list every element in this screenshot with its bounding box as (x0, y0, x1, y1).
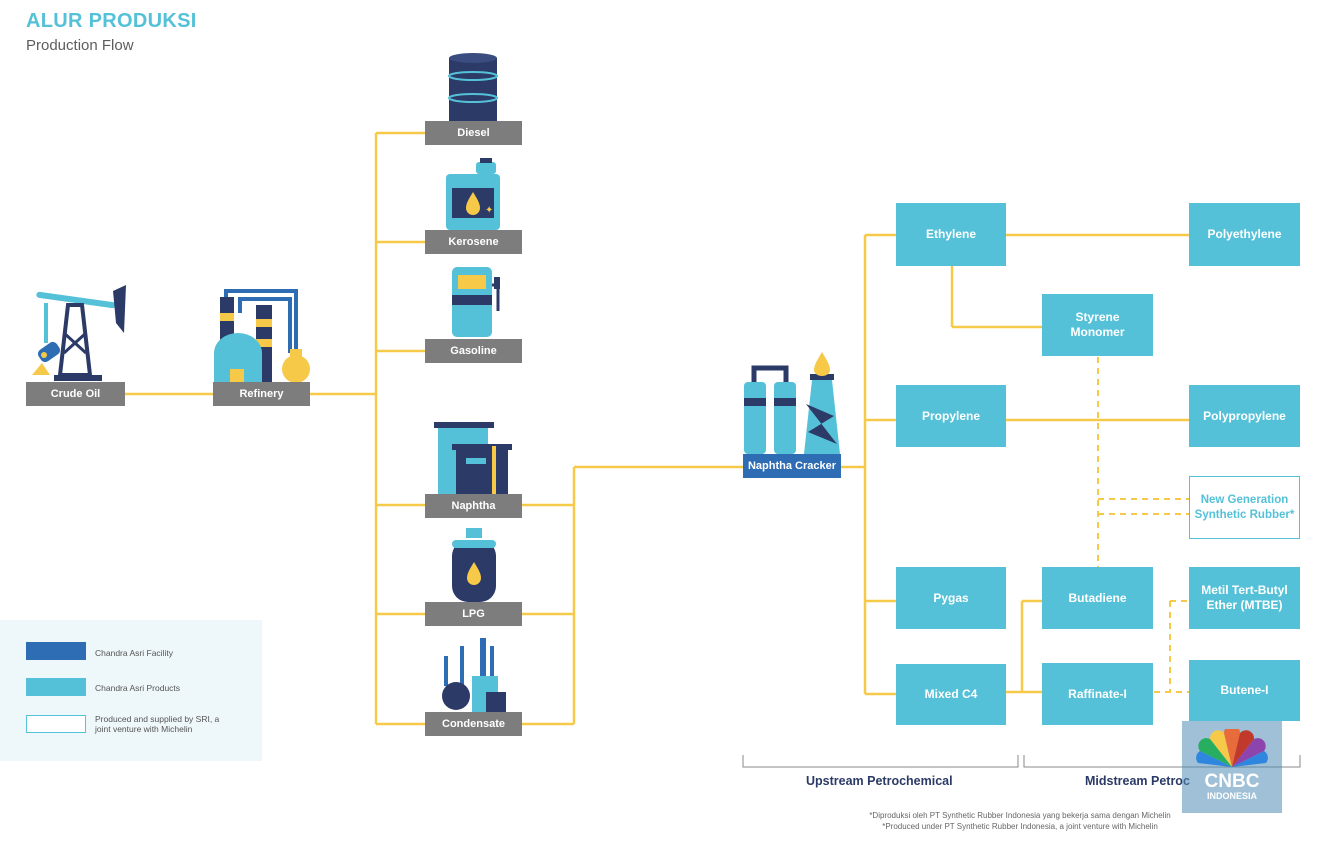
svg-text:✦: ✦ (485, 205, 493, 216)
polyethylene-box: Polyethylene (1189, 203, 1300, 266)
pygas-box: Pygas (896, 567, 1006, 629)
polypropylene-box: Polypropylene (1189, 385, 1300, 447)
mtbe-line1: Metil Tert-Butyl (1201, 583, 1288, 597)
gasoline-label: Gasoline (425, 339, 522, 363)
new-gen-line1: New Generation (1200, 493, 1289, 506)
fuel-pump-icon (452, 267, 500, 337)
refinery-label: Refinery (213, 382, 310, 406)
legend-facility-swatch (26, 642, 86, 660)
watermark-indonesia: INDONESIA (1206, 791, 1257, 801)
mtbe-box: Metil Tert-Butyl Ether (MTBE) (1189, 567, 1300, 629)
butadiene-box: Butadiene (1042, 567, 1153, 629)
styrene-monomer-box: Styrene Monomer (1042, 294, 1153, 356)
midstream-label: Midstream Petroc (1085, 774, 1190, 788)
ethylene-box: Ethylene (896, 203, 1006, 266)
pumpjack-icon (32, 285, 126, 381)
condensate-label: Condensate (425, 712, 522, 736)
mtbe-line2: Ether (MTBE) (1206, 598, 1283, 612)
legend-panel: Chandra Asri Facility Chandra Asri Produ… (0, 620, 262, 761)
barrel-icon (448, 53, 498, 122)
legend-sri-swatch (26, 715, 86, 733)
styrene-line1: Styrene (1075, 310, 1120, 324)
page-title: ALUR PRODUKSI (26, 10, 197, 32)
legend-products-swatch (26, 678, 86, 696)
butene-box: Butene-I (1189, 660, 1300, 721)
new-gen-line2: Synthetic Rubber* (1194, 508, 1295, 521)
legend-sri-line1: Produced and supplied by SRI, a (95, 714, 220, 724)
cnbc-watermark: CNBC INDONESIA (1182, 721, 1282, 813)
footnote: *Diproduksi oleh PT Synthetic Rubber Ind… (820, 810, 1220, 832)
legend-facility-text: Chandra Asri Facility (95, 648, 173, 658)
page-subtitle: Production Flow (26, 37, 134, 54)
mixed-c4-box: Mixed C4 (896, 664, 1006, 725)
footnote-line2: *Produced under PT Synthetic Rubber Indo… (882, 822, 1158, 831)
raffinate-box: Raffinate-I (1042, 663, 1153, 725)
storage-tank-icon (434, 422, 512, 494)
propylene-box: Propylene (896, 385, 1006, 447)
processing-plant-icon (442, 638, 506, 712)
peacock-icon (1196, 729, 1268, 767)
diesel-label: Diesel (425, 121, 522, 145)
refinery-icon (214, 289, 310, 383)
kerosene-label: Kerosene (425, 230, 522, 254)
naphtha-label: Naphtha (425, 494, 522, 518)
legend-sri-line2: joint venture with Michelin (95, 724, 193, 734)
upstream-label: Upstream Petrochemical (806, 774, 953, 788)
legend-sri-text: Produced and supplied by SRI, a joint ve… (95, 714, 219, 734)
jerrycan-icon: ✦ (446, 158, 500, 230)
legend-products-text: Chandra Asri Products (95, 683, 181, 693)
cracker-icon (744, 352, 840, 454)
lpg-label: LPG (425, 602, 522, 626)
footnote-line1: *Diproduksi oleh PT Synthetic Rubber Ind… (869, 811, 1171, 820)
styrene-line2: Monomer (1070, 325, 1125, 339)
new-generation-rubber-box: New Generation Synthetic Rubber* (1189, 476, 1300, 539)
naphtha-cracker-label: Naphtha Cracker (743, 454, 841, 478)
gas-cylinder-icon (452, 528, 496, 602)
crude-oil-label: Crude Oil (26, 382, 125, 406)
watermark-cnbc: CNBC (1204, 771, 1260, 792)
